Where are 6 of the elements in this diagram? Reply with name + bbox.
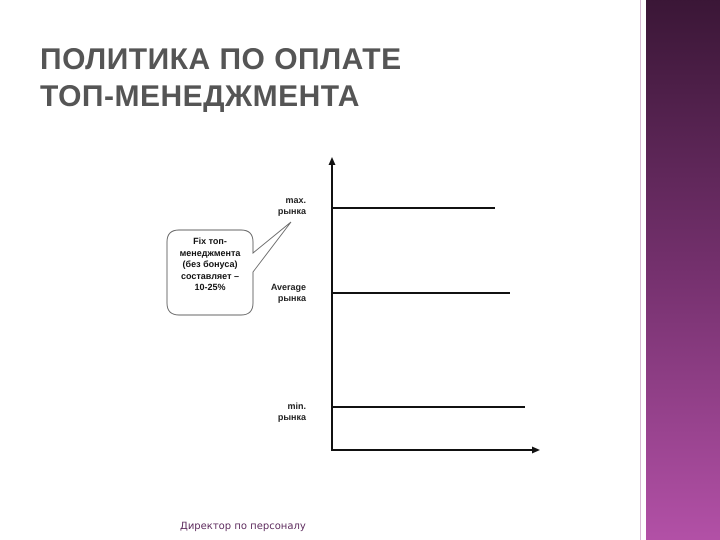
level-label: min. рынка — [278, 401, 306, 422]
level-label: Average рынка — [270, 282, 306, 303]
footer-text: Директор по персоналу — [180, 521, 306, 532]
level-label: max. рынка — [278, 195, 306, 216]
callout-text: Fix топ-менеджмента (без бонуса) составляет – 10-25% — [180, 236, 240, 292]
slide-title: ПОЛИТИКА ПО ОПЛАТЕ ТОП-МЕНЕДЖМЕНТА — [40, 43, 402, 113]
